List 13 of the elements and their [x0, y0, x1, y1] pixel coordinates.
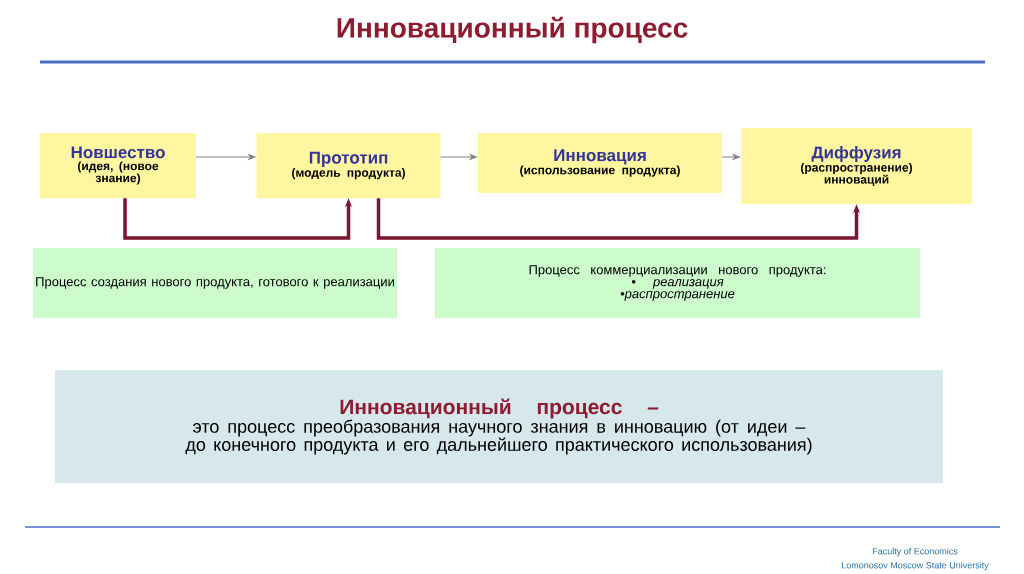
- arrow: [195, 154, 256, 160]
- title: Инновационный процесс: [337, 16, 688, 44]
- process-box: Процесс создания нового продукта, готового к реализации: [33, 248, 397, 318]
- arrow: [440, 154, 477, 160]
- footer-text: Faculty of Economics: [873, 547, 958, 557]
- footer-text: Lomonosov Moscow State University: [841, 561, 989, 571]
- process-box: Процесс коммерциализации нового продукта: • реализация •распространение: [435, 248, 920, 318]
- stage-box: Диффузия (распространение) инноваций: [741, 128, 972, 204]
- stage-box: Новшество (идея, (новое знание): [40, 133, 196, 198]
- definition-box: Инновационный процесс – это процесс преобразования научного знания в инновацию (от идеи – до конечного продукта и его дальнейшего практического использования): [55, 370, 943, 483]
- arrow: [721, 154, 740, 160]
- stage-box: Прототип (модель продукта): [256, 133, 441, 198]
- stage-box: Инновация (использование продукта): [478, 133, 722, 193]
